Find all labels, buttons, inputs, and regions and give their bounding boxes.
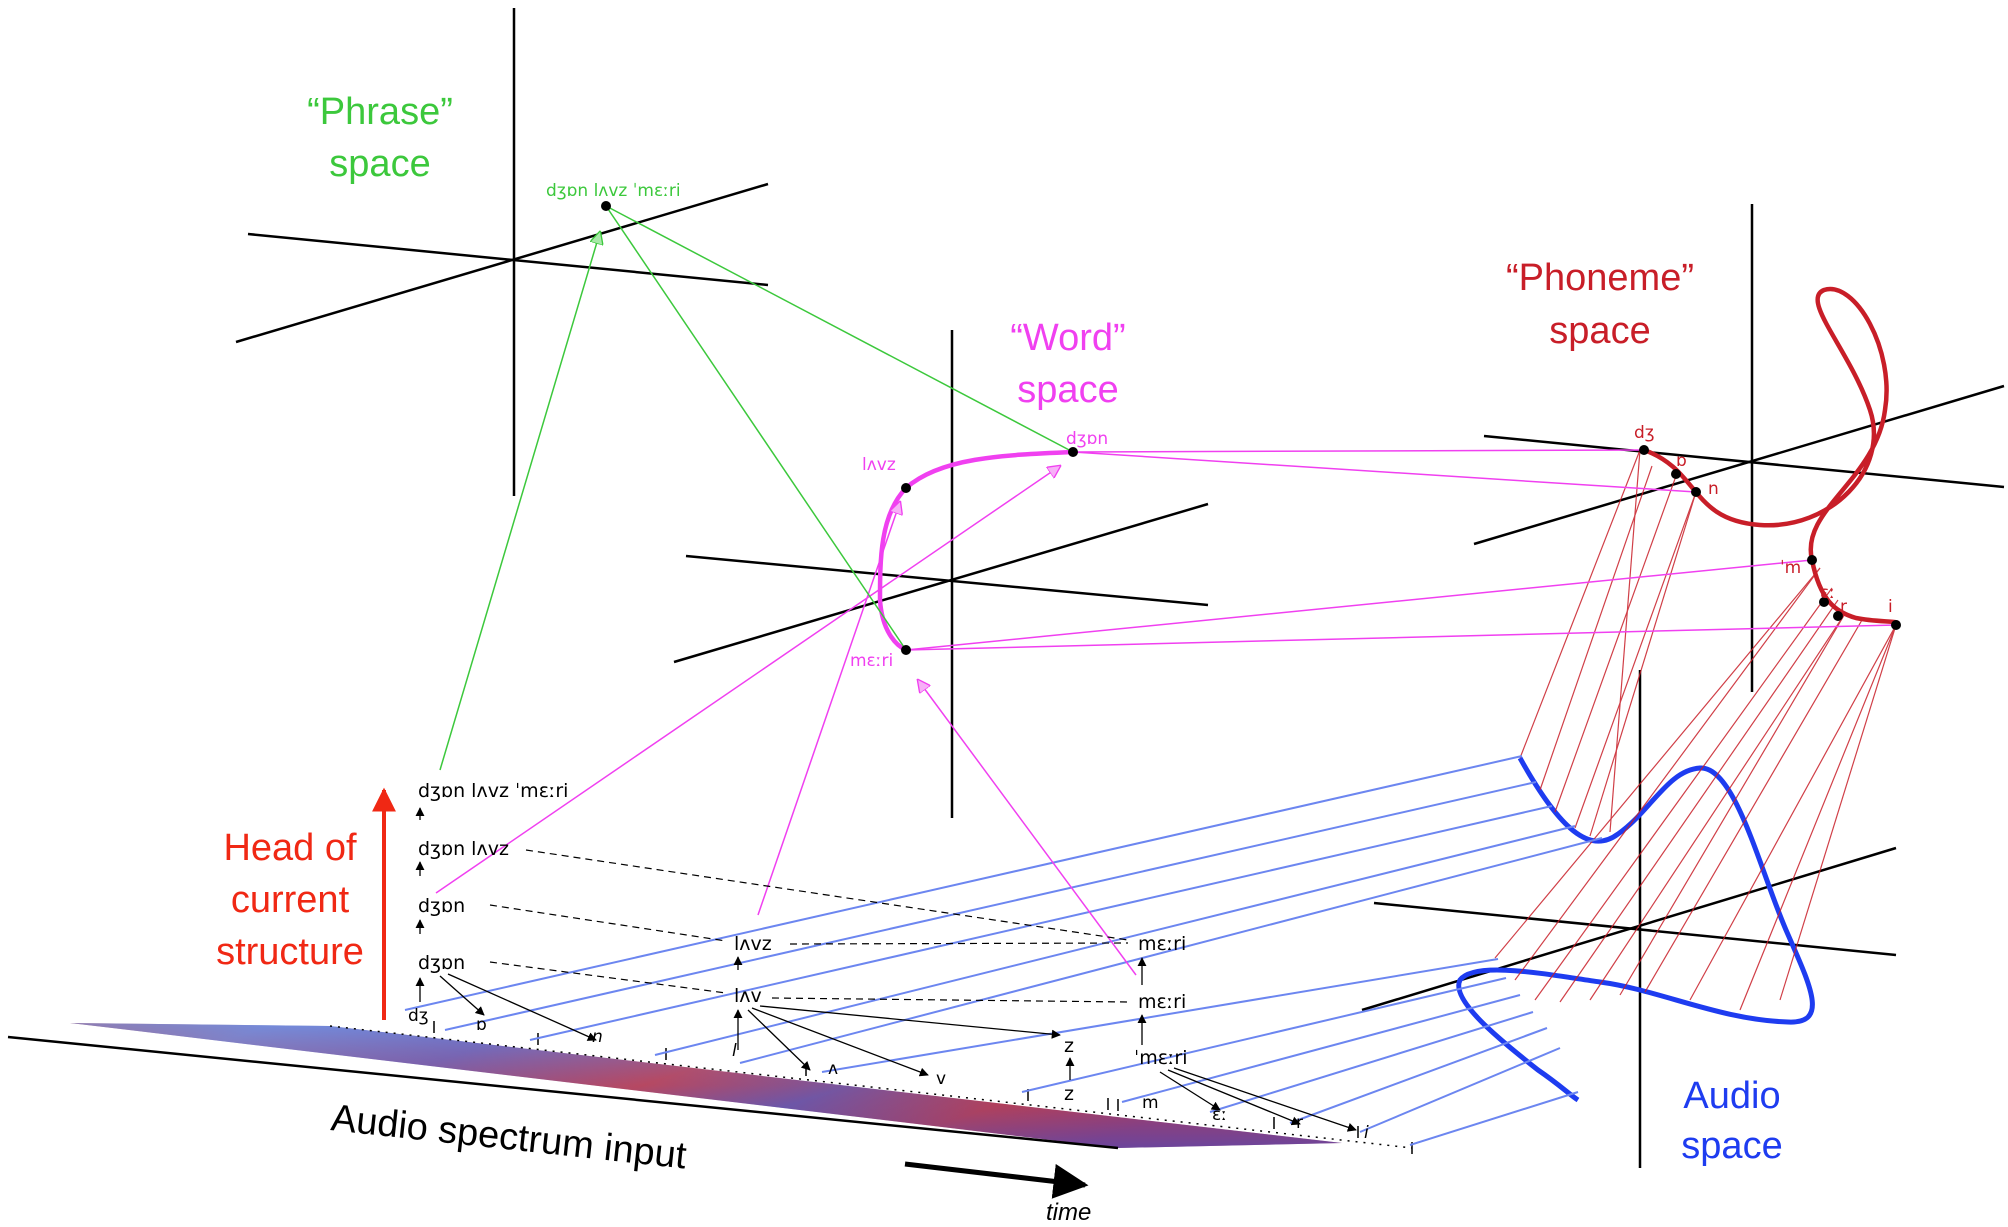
stack-level-3: dʒɒn lʌvz ˈmɛːri [418,780,568,802]
phoneme-node-6: i [1888,597,1893,617]
phrase-space-title-line2: space [329,143,430,185]
phrase-space-title-line1: “Phrase” [307,91,453,133]
phoneme-i: i [1364,1123,1369,1143]
phoneme-audio-links [1494,449,1897,1011]
phoneme-node-2: n [1708,479,1719,499]
phoneme-node-3: ˈm [1780,558,1801,578]
phrase-node-label: dʒɒn lʌvz ˈmɛːri [546,181,681,201]
stack-word-arrows [435,466,1137,976]
phoneme-dz: dʒ [408,1006,429,1026]
phrase-links [439,205,1074,771]
word-node-dzon: dʒɒn [1066,429,1108,449]
time-axis [329,1025,1413,1149]
phoneme-space-axes [1473,204,2005,692]
phoneme-node-5: r [1840,597,1847,617]
word-space-title-line2: space [1017,369,1118,411]
audio-trajectory [1456,756,1815,1103]
stack-level-2: dʒɒn lʌvz [418,838,509,860]
phoneme-node-4: ɛː [1820,583,1835,603]
phoneme-node-1: ɒ [1676,451,1687,471]
audio-space-axes [1361,670,1897,1168]
phoneme-l: l [732,1041,737,1061]
stack-mid-upper: lʌvz [734,933,772,955]
time-label: time [1046,1199,1091,1226]
structure-stack: dʒɒn lʌvz ˈmɛːri dʒɒn lʌvz dʒɒn dʒɒn lʌv… [415,780,1357,1132]
stack-z-lower: z [1064,1083,1074,1105]
word-node-lvz: lʌvz [862,455,896,475]
head-label-line3: structure [216,931,364,973]
audio-space-title-line2: space [1681,1125,1782,1167]
stack-level-1: dʒɒn [418,895,465,917]
base-line [7,1035,1119,1150]
phoneme-v: v [936,1069,946,1089]
phoneme-space-title-line2: space [1549,310,1650,352]
phoneme-space-title-line1: “Phoneme” [1506,257,1694,299]
phoneme-n: n [592,1027,603,1047]
audio-spectrum-label: Audio spectrum input [329,1097,689,1177]
audio-spectrum-strip [70,1023,1342,1148]
stack-mid-lower: lʌv [734,985,762,1007]
stack-right-base: ˈmɛːri [1134,1047,1188,1069]
audio-space-title-line1: Audio [1683,1075,1780,1117]
stack-right-upper: mɛːri [1138,933,1186,955]
phrase-space-axes [235,8,769,496]
phoneme-trajectory [1643,286,1901,627]
phoneme-r: r [1296,1113,1303,1133]
word-space-axes [673,330,1209,818]
head-label-line1: Head of [223,827,357,869]
stack-level-0: dʒɒn [418,952,465,974]
phoneme-m: m [1142,1093,1159,1113]
phoneme-node-0: dʒ [1634,423,1655,443]
head-label-line2: current [231,879,350,921]
phoneme-uh: ʌ [828,1059,838,1079]
stack-z-upper: z [1064,1035,1074,1057]
word-space-title-line1: “Word” [1010,317,1125,359]
phoneme-sequence: dʒ ɒ n l ʌ v m ɛː r i [408,1006,1369,1143]
node-dots [601,201,1901,655]
word-trajectory [877,449,1074,653]
phoneme-e: ɛː [1212,1105,1227,1125]
word-phoneme-links [905,449,1897,651]
time-arrow [904,1161,1089,1199]
phoneme-o: ɒ [476,1015,487,1035]
spectrum-audio-links [404,755,1603,1146]
stack-right-lower: mɛːri [1138,991,1186,1013]
word-node-meri: mɛːri [850,651,893,671]
